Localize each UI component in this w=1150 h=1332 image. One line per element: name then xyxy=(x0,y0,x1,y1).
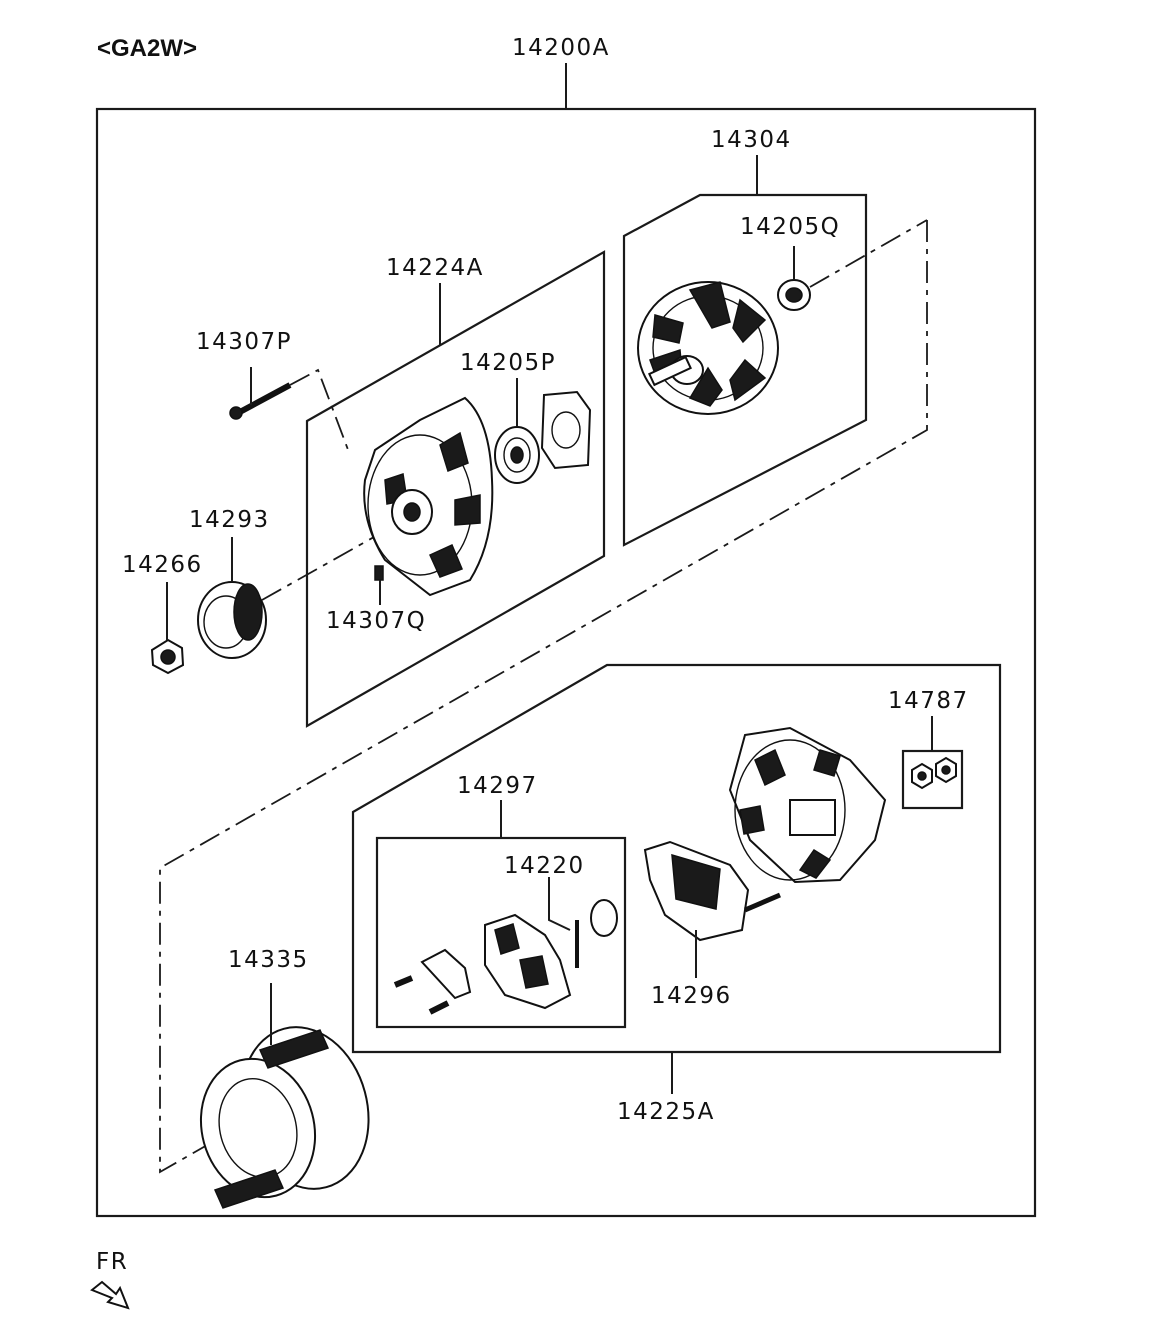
bolt-14307P-icon xyxy=(229,382,292,420)
direction-label: FR xyxy=(96,1249,128,1275)
axis-line-bolt xyxy=(289,368,351,456)
front-direction-arrow-icon xyxy=(90,1280,130,1310)
label-14787[interactable]: 14787 xyxy=(888,688,969,714)
label-14205Q[interactable]: 14205Q xyxy=(740,214,840,240)
label-14307P[interactable]: 14307P xyxy=(196,329,292,355)
assembly-axis-line xyxy=(159,220,928,1174)
nut-14266-icon xyxy=(150,638,185,675)
nut-kit-14787-icon xyxy=(911,756,957,790)
bearing-14205Q-icon xyxy=(777,279,811,311)
label-14224A[interactable]: 14224A xyxy=(386,255,484,281)
label-14307Q[interactable]: 14307Q xyxy=(326,608,426,634)
label-14304[interactable]: 14304 xyxy=(711,127,792,153)
label-14293[interactable]: 14293 xyxy=(189,507,270,533)
retainer-plate-icon xyxy=(540,390,592,470)
bearing-14205P-icon xyxy=(494,426,540,484)
label-14200A[interactable]: 14200A xyxy=(512,35,610,61)
screw-14307Q-icon xyxy=(374,565,384,581)
front-bracket-icon xyxy=(363,396,494,597)
front-bracket-box-14224A xyxy=(305,250,606,728)
label-14297[interactable]: 14297 xyxy=(457,773,538,799)
label-14335[interactable]: 14335 xyxy=(228,947,309,973)
label-14220[interactable]: 14220 xyxy=(504,853,585,879)
axis-line-pulley xyxy=(261,527,391,601)
model-code-title: <GA2W> xyxy=(97,35,197,62)
assembly-frame-14200A xyxy=(95,107,1037,1218)
label-14266[interactable]: 14266 xyxy=(122,552,203,578)
leader-14220 xyxy=(548,877,571,931)
rear-bracket-box-14225A xyxy=(351,663,1002,1054)
label-14225A[interactable]: 14225A xyxy=(617,1099,715,1125)
rear-bracket-icon xyxy=(728,726,887,884)
rotor-group-box-14304 xyxy=(622,193,868,547)
label-14296[interactable]: 14296 xyxy=(651,983,732,1009)
regulator-14296-icon xyxy=(643,840,781,942)
rotor-icon xyxy=(637,281,779,415)
stator-14335-icon xyxy=(199,1026,370,1209)
brush-holder-icon xyxy=(393,899,618,1015)
axis-line-rotor xyxy=(809,219,928,288)
label-14205P[interactable]: 14205P xyxy=(460,350,556,376)
pulley-14293-icon xyxy=(197,581,267,659)
